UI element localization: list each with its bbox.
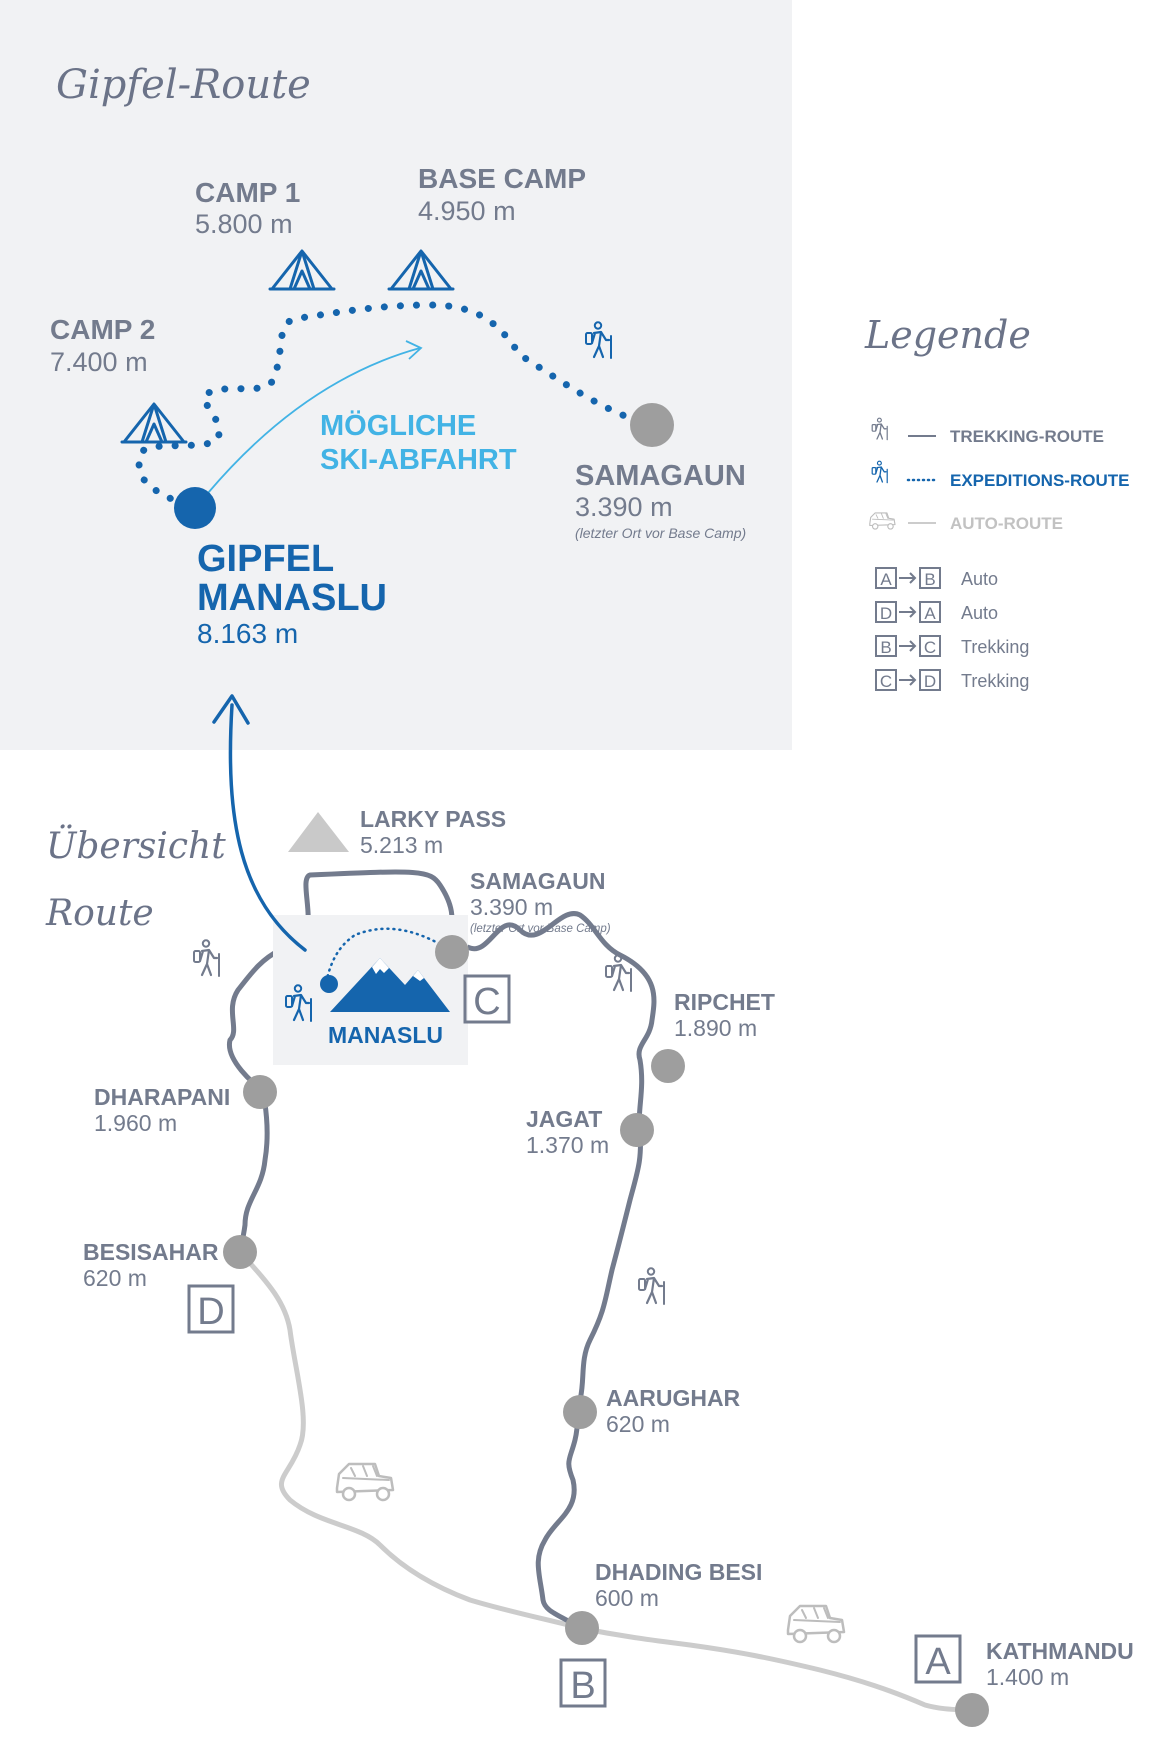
legend-heading: Legende (864, 313, 1031, 357)
ski-label-line1: MÖGLICHE (320, 409, 476, 442)
jagat-label: JAGAT (526, 1106, 602, 1132)
dhading-besi-label: DHADING BESI (595, 1559, 762, 1585)
kathmandu-altitude: 1.400 m (986, 1664, 1069, 1690)
svg-text:C: C (924, 638, 936, 657)
dharapani-label: DHARAPANI (94, 1084, 230, 1110)
marker-a: A (914, 1634, 962, 1684)
ski-descent-arrow (207, 347, 421, 494)
expedition-route-dotted (135, 301, 654, 509)
ripchet-dot (651, 1049, 685, 1083)
jagat-altitude: 1.370 m (526, 1132, 609, 1158)
marker-c: C (463, 974, 511, 1024)
legend-segment: A B Auto (875, 567, 998, 589)
jeep-icon (786, 1604, 846, 1644)
svg-text:A: A (880, 570, 892, 589)
samagaun-note: (letzter Ort vor Base Camp) (575, 525, 746, 541)
legend-auto: AUTO-ROUTE (950, 514, 1063, 533)
inset-expedition-route (323, 927, 452, 990)
dharapani-dot (243, 1075, 277, 1109)
hiker-icon (871, 460, 888, 484)
ski-label-line2: SKI-ABFAHRT (320, 444, 517, 476)
samagaun-label: SAMAGAUN (575, 460, 746, 492)
camp2-label: CAMP 2 (50, 314, 155, 345)
besisahar-label: BESISAHAR (83, 1239, 219, 1265)
summit-label-line2: MANASLU (197, 577, 387, 619)
aarughar-label: AARUGHAR (606, 1385, 741, 1411)
svg-text:A: A (924, 604, 936, 623)
samagaun-overview-altitude: 3.390 m (470, 894, 553, 920)
samagaun-altitude: 3.390 m (575, 492, 673, 522)
samagaun-overview-label: SAMAGAUN (470, 868, 605, 894)
zoom-arrow-head (212, 694, 250, 725)
larky-pass-altitude: 5.213 m (360, 832, 443, 858)
dharapani-altitude: 1.960 m (94, 1110, 177, 1136)
svg-text:C: C (880, 672, 892, 691)
hiker-icon (192, 939, 221, 978)
legend-trekking: TREKKING-ROUTE (950, 427, 1104, 446)
camp1-altitude: 5.800 m (195, 209, 293, 239)
jagat-dot (620, 1113, 654, 1147)
svg-text:B: B (924, 570, 935, 589)
summit-dot (174, 487, 216, 529)
samagaun-overview-note: (letzter Ort vor Base Camp) (470, 923, 611, 935)
manaslu-label: MANASLU (328, 1022, 443, 1048)
aarughar-dot (563, 1395, 597, 1429)
pass-triangle-icon (288, 812, 349, 852)
marker-b: B (559, 1658, 607, 1708)
samagaun-overview-dot (435, 935, 469, 969)
camp1-label: CAMP 1 (195, 177, 300, 208)
mountain-icon (330, 958, 450, 1012)
overview-heading-line2: Route (45, 893, 154, 934)
dhading-besi-altitude: 600 m (595, 1585, 659, 1611)
legend-segment: D A Auto (875, 601, 998, 623)
hiker-icon (637, 1267, 666, 1306)
ski-arrow-head (405, 340, 423, 360)
summit-label-line1: GIPFEL (197, 538, 334, 580)
besisahar-altitude: 620 m (83, 1265, 147, 1291)
summit-altitude: 8.163 m (197, 618, 298, 649)
camp2-altitude: 7.400 m (50, 347, 148, 377)
besisahar-dot (223, 1235, 257, 1269)
aarughar-altitude: 620 m (606, 1411, 670, 1437)
summit-route-heading: Gipfel-Route (56, 62, 311, 108)
ripchet-altitude: 1.890 m (674, 1015, 757, 1041)
marker-d: D (187, 1284, 235, 1334)
basecamp-altitude: 4.950 m (418, 196, 516, 226)
legend-expedition: EXPEDITIONS-ROUTE (950, 471, 1129, 490)
auto-route (237, 1249, 978, 1715)
basecamp-label: BASE CAMP (418, 163, 586, 194)
samagaun-dot (630, 403, 674, 447)
inset-summit-dot (320, 975, 338, 993)
svg-text:Auto: Auto (961, 569, 998, 589)
larky-pass-label: LARKY PASS (360, 806, 506, 832)
hiker-icon (871, 417, 888, 441)
svg-text:Auto: Auto (961, 603, 998, 623)
legend-segment: B C Trekking (875, 635, 1029, 657)
legend-segment: C D Trekking (875, 669, 1029, 691)
svg-text:D: D (924, 672, 936, 691)
summit-route-panel (0, 0, 792, 750)
kathmandu-dot (955, 1693, 989, 1727)
jeep-icon (335, 1462, 395, 1502)
svg-text:C: C (473, 981, 500, 1023)
overview-heading-line1: Übersicht (46, 825, 226, 867)
svg-text:Trekking: Trekking (961, 671, 1029, 691)
svg-text:Trekking: Trekking (961, 637, 1029, 657)
svg-text:D: D (197, 1291, 224, 1333)
svg-text:B: B (880, 638, 891, 657)
ripchet-label: RIPCHET (674, 989, 775, 1015)
jeep-icon (869, 512, 896, 530)
dhading-besi-dot (565, 1611, 599, 1645)
svg-text:B: B (570, 1665, 595, 1707)
zoom-arrow (228, 703, 307, 952)
svg-text:D: D (880, 604, 892, 623)
kathmandu-label: KATHMANDU (986, 1638, 1134, 1664)
svg-text:A: A (925, 1641, 951, 1683)
